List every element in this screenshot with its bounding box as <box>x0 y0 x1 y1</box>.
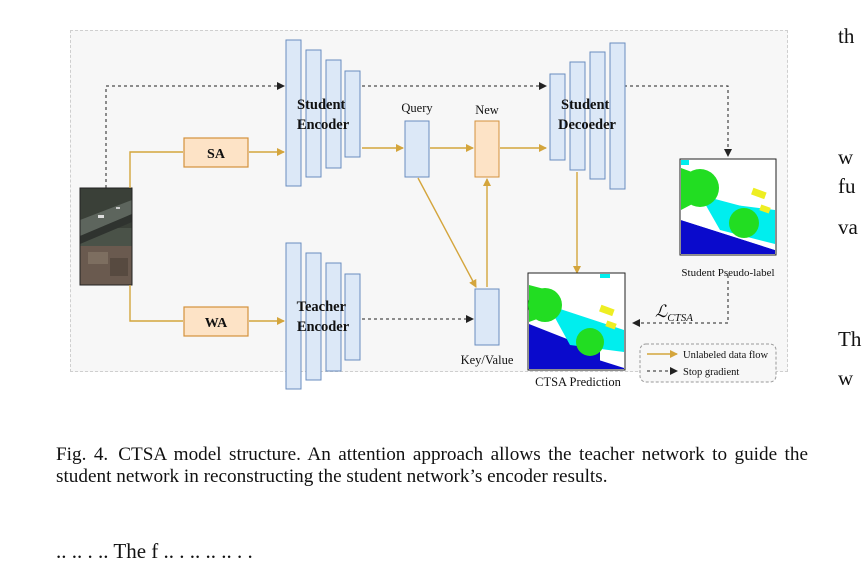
student-decoder-block <box>549 42 626 190</box>
student-encoder-label-line: Encoder <box>297 117 350 133</box>
unlabeled-data-flow <box>129 144 581 325</box>
legend-flow-label: Unlabeled data flow <box>683 350 769 361</box>
right-column-fragment: th <box>838 24 855 48</box>
right-column-fragment: fu <box>838 174 856 198</box>
right-column-fragment: w <box>838 145 854 169</box>
figure-number: Fig. 4. <box>56 444 109 465</box>
ctsa-loss-label: ℒCTSA <box>655 302 693 324</box>
pseudo-label-image <box>679 158 777 256</box>
query-block <box>404 120 430 178</box>
legend-stop-label: Stop gradient <box>683 367 739 378</box>
figure-caption: Fig. 4.CTSA model structure. An attentio… <box>56 444 808 488</box>
stop-gradient-flow <box>105 82 732 327</box>
right-column-fragment: Th <box>838 327 862 351</box>
new-label: New <box>475 103 499 117</box>
right-column-fragment: w <box>838 366 854 390</box>
student-encoder-label: Student Encoder <box>297 97 350 133</box>
key-value-block <box>474 288 500 346</box>
student-decoder-label-line: Student <box>561 97 610 113</box>
student-decoder-label-line: Decoeder <box>558 117 617 133</box>
legend <box>639 343 777 383</box>
teacher-encoder-block <box>285 242 361 390</box>
cut-off-body-text: .. .. . .. The f .. . .. .. .. . . <box>56 539 253 563</box>
wa-label: WA <box>205 316 228 331</box>
query-label: Query <box>401 101 433 115</box>
right-column-fragment: va <box>838 215 858 239</box>
loss-subscript: CTSA <box>667 312 693 324</box>
teacher-encoder-label-line: Teacher <box>297 299 347 315</box>
loss-symbol: ℒ <box>655 302 668 321</box>
sa-label: SA <box>207 147 226 162</box>
wa-box <box>183 306 249 337</box>
pseudo-label-caption: Student Pseudo-label <box>681 267 774 279</box>
new-block <box>474 120 500 178</box>
student-encoder-label-line: Student <box>297 97 346 113</box>
caption-text: CTSA model structure. An attention appro… <box>56 444 808 487</box>
student-decoder-label: Student Decoeder <box>558 97 617 133</box>
ctsa-prediction-image <box>527 272 626 371</box>
architecture-diagram: Student Encoder Teacher Encoder Student … <box>79 39 777 390</box>
key-value-label: Key/Value <box>461 353 514 367</box>
teacher-encoder-label: Teacher Encoder <box>297 299 350 335</box>
sa-box <box>183 137 249 168</box>
prediction-caption: CTSA Prediction <box>535 375 622 389</box>
teacher-encoder-label-line: Encoder <box>297 319 350 335</box>
input-image <box>79 187 133 286</box>
student-encoder-block <box>285 39 361 187</box>
right-column-fragments: th w fu va Th w <box>838 0 863 555</box>
